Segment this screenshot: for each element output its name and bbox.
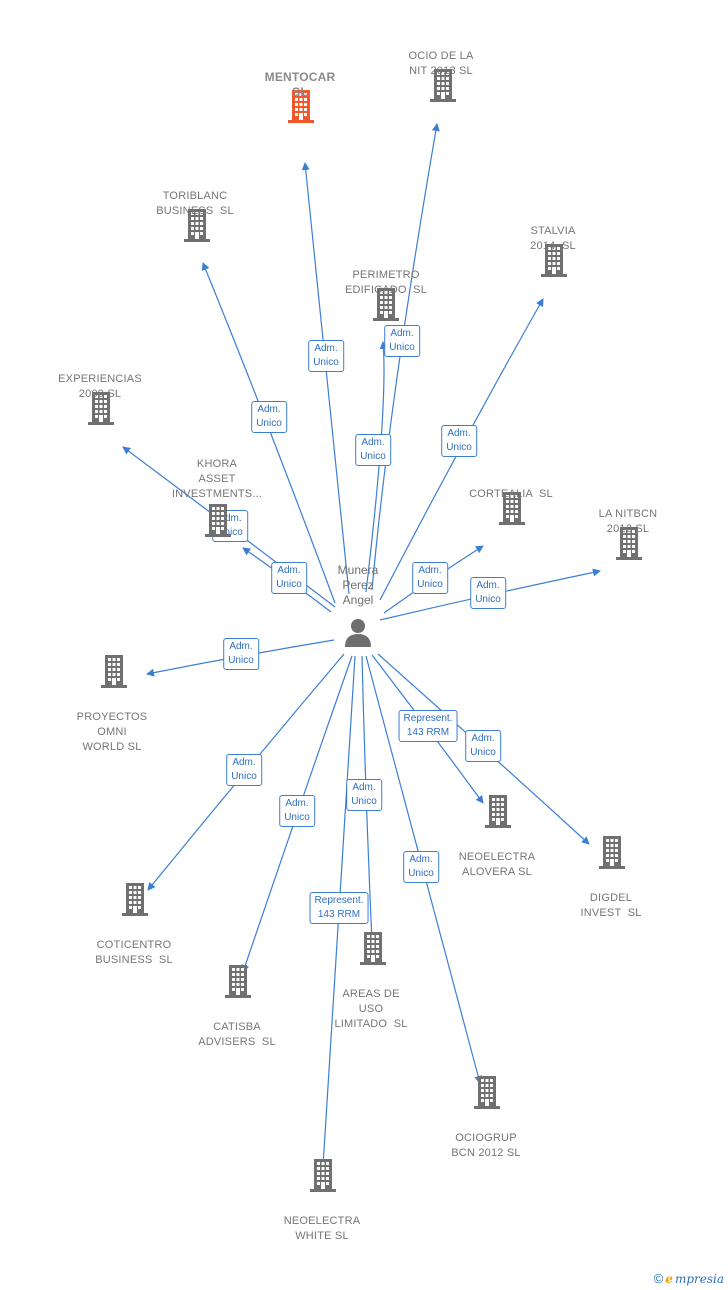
company-label-digdel[interactable]: DIGDEL INVEST SL bbox=[580, 892, 642, 919]
company-label-proyectos-omni[interactable]: PROYECTOS OMNI WORLD SL bbox=[76, 711, 148, 753]
edge-label-neoelectra-alovera[interactable]: Represent. 143 RRM bbox=[398, 710, 458, 742]
building-icon-coticentro[interactable] bbox=[120, 881, 150, 917]
edge-label-khora[interactable]: Adm. Unico bbox=[271, 562, 307, 594]
edge-label-coticentro[interactable]: Adm. Unico bbox=[226, 754, 262, 786]
building-icon-neoelectra-white[interactable] bbox=[308, 1157, 338, 1193]
edge-label-ocio-de-la-nit[interactable]: Adm. Unico bbox=[355, 434, 391, 466]
person-name[interactable]: Munera Perez Angel bbox=[337, 563, 379, 607]
building-icon-experiencias[interactable] bbox=[86, 390, 116, 426]
company-label-areas-de-uso[interactable]: AREAS DE USO LIMITADO SL bbox=[334, 988, 408, 1030]
company-label-neoelectra-white[interactable]: NEOELECTRA WHITE SL bbox=[283, 1215, 361, 1242]
edge-mentocar bbox=[301, 162, 350, 595]
company-label-mentocar[interactable]: MENTOCAR SL bbox=[264, 70, 336, 99]
company-label-ocio-de-la-nit[interactable]: OCIO DE LA NIT 2013 SL bbox=[408, 50, 474, 77]
brand-logo-initial: e bbox=[665, 1271, 673, 1286]
building-icon-proyectos-omni[interactable] bbox=[99, 653, 129, 689]
company-label-perimetro[interactable]: PERIMETRO EDIFICADO SL bbox=[344, 269, 428, 296]
building-icon-toriblanc[interactable] bbox=[182, 207, 212, 243]
company-label-toriblanc[interactable]: TORIBLANC BUSINESS SL bbox=[156, 190, 234, 217]
company-label-experiencias[interactable]: EXPERIENCIAS 2009 SL bbox=[58, 373, 142, 400]
building-icon-catisba[interactable] bbox=[223, 963, 253, 999]
building-icon-areas-de-uso[interactable] bbox=[358, 930, 388, 966]
edge-label-proyectos-omni[interactable]: Adm. Unico bbox=[223, 638, 259, 670]
copyright-symbol: © bbox=[653, 1271, 664, 1286]
edge-toriblanc bbox=[201, 262, 336, 604]
company-label-stalvia[interactable]: STALVIA 2014 SL bbox=[530, 225, 576, 252]
company-label-coticentro[interactable]: COTICENTRO BUSINESS SL bbox=[95, 939, 173, 966]
edge-label-mentocar[interactable]: Adm. Unico bbox=[308, 340, 344, 372]
company-label-neoelectra-alovera[interactable]: NEOELECTRA ALOVERA SL bbox=[458, 851, 536, 878]
edge-label-perimetro[interactable]: Adm. Unico bbox=[384, 325, 420, 357]
edge-label-toriblanc[interactable]: Adm. Unico bbox=[251, 401, 287, 433]
edge-label-areas-de-uso[interactable]: Adm. Unico bbox=[346, 779, 382, 811]
building-icon-cortealia[interactable] bbox=[497, 490, 527, 526]
edge-label-digdel[interactable]: Adm. Unico bbox=[465, 730, 501, 762]
building-icon-neoelectra-alovera[interactable] bbox=[483, 793, 513, 829]
company-label-catisba[interactable]: CATISBA ADVISERS SL bbox=[198, 1021, 276, 1048]
company-label-khora[interactable]: KHORA ASSET INVESTMENTS... bbox=[171, 458, 263, 500]
person-icon[interactable] bbox=[343, 617, 373, 647]
company-label-ociogrup[interactable]: OCIOGRUP BCN 2012 SL bbox=[451, 1132, 521, 1159]
building-icon-perimetro[interactable] bbox=[371, 286, 401, 322]
building-icon-digdel[interactable] bbox=[597, 834, 627, 870]
edge-label-cortealia[interactable]: Adm. Unico bbox=[412, 562, 448, 594]
building-icon-ociogrup[interactable] bbox=[472, 1074, 502, 1110]
edge-label-stalvia[interactable]: Adm. Unico bbox=[441, 425, 477, 457]
edge-ocio-de-la-nit bbox=[371, 123, 440, 591]
building-icon-mentocar[interactable] bbox=[286, 88, 316, 124]
company-label-cortealia[interactable]: CORTEALIA SL bbox=[469, 488, 553, 500]
company-label-la-nitbcn[interactable]: LA NITBCN 2012 SL bbox=[598, 508, 658, 535]
edge-label-neoelectra-white[interactable]: Represent. 143 RRM bbox=[309, 892, 369, 924]
building-icon-ocio-de-la-nit[interactable] bbox=[428, 67, 458, 103]
brand-logo-text: mpresia bbox=[674, 1271, 724, 1286]
building-icon-stalvia[interactable] bbox=[539, 242, 569, 278]
edge-label-ociogrup[interactable]: Adm. Unico bbox=[403, 851, 439, 883]
edge-label-catisba[interactable]: Adm. Unico bbox=[279, 795, 315, 827]
building-icon-khora[interactable] bbox=[203, 502, 233, 538]
building-icon-la-nitbcn[interactable] bbox=[614, 525, 644, 561]
edge-label-la-nitbcn[interactable]: Adm. Unico bbox=[470, 577, 506, 609]
